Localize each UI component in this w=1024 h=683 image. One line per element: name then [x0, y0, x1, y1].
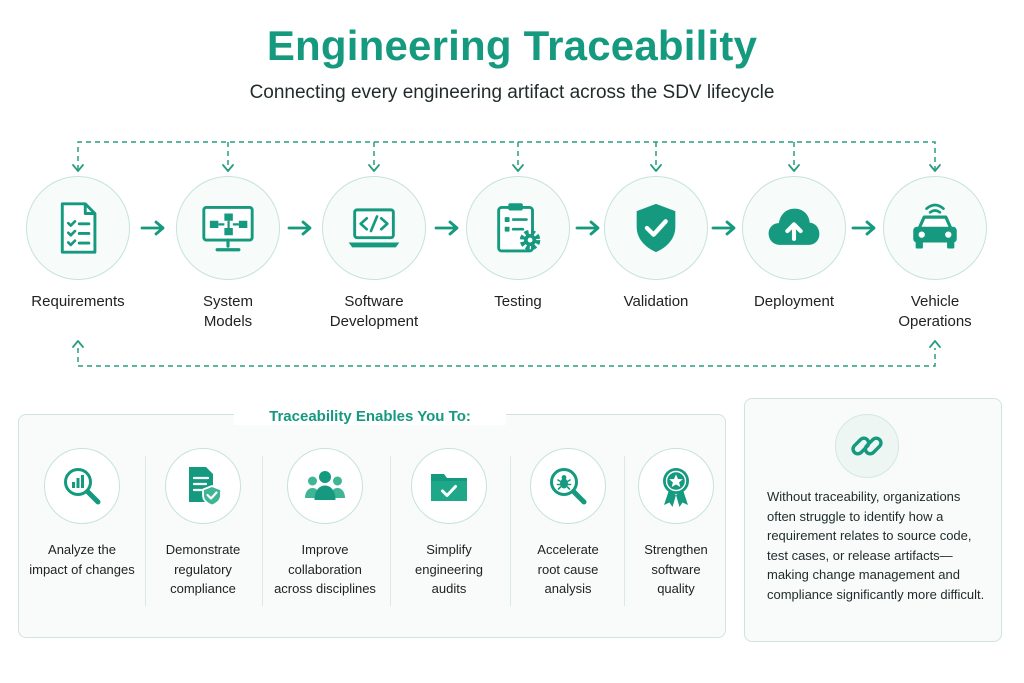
folder-check-icon — [431, 474, 467, 501]
stage-validation — [604, 176, 708, 280]
divider — [145, 456, 146, 606]
arrow-right-icon — [575, 220, 600, 236]
benefit-icon-circle — [638, 448, 714, 524]
divider — [390, 456, 391, 606]
arrow-right-icon — [711, 220, 736, 236]
stage-label-testing: Testing — [494, 293, 542, 310]
note-text: Without traceability, organizations ofte… — [767, 489, 985, 602]
stage-requirements — [26, 176, 130, 280]
divider — [510, 456, 511, 606]
stage-label-system-models: System Models — [202, 293, 253, 330]
stage-software-development — [322, 176, 426, 280]
benefit-label: Improve collaboration across disciplines — [274, 542, 376, 596]
document-shield-icon — [189, 467, 222, 507]
benefit-icon-circle — [287, 448, 363, 524]
benefit-icon-circle — [530, 448, 606, 524]
connected-car-icon — [913, 203, 957, 249]
bug-magnifier-icon — [550, 468, 587, 505]
benefit-icon-circle — [411, 448, 487, 524]
benefit-analyze-impact: Analyze the impact of changes — [23, 448, 141, 579]
arrow-right-icon — [851, 220, 876, 236]
stage-label-requirements: Requirements — [31, 293, 125, 310]
arrow-right-icon — [287, 220, 312, 236]
stage-deployment — [742, 176, 846, 280]
benefit-label: Demonstrate regulatory compliance — [165, 542, 241, 596]
arrow-right-icon — [140, 220, 165, 236]
team-icon — [305, 471, 345, 500]
benefit-simplify-audits: Simplify engineering audits — [390, 448, 508, 599]
stage-label-vehicle-operations: Vehicle Operations — [898, 293, 972, 330]
clipboard-gear-icon — [497, 203, 541, 253]
shield-check-icon — [636, 203, 676, 253]
cloud-upload-icon — [768, 208, 820, 245]
arrow-right-icon — [434, 220, 459, 236]
stage-testing — [466, 176, 570, 280]
award-ribbon-icon — [663, 468, 689, 507]
page-subtitle: Connecting every engineering artifact ac… — [249, 82, 775, 103]
benefit-icon-circle — [165, 448, 241, 524]
magnifier-chart-icon — [64, 468, 101, 505]
stage-label-validation: Validation — [623, 293, 689, 310]
stage-label-deployment: Deployment — [753, 293, 835, 310]
code-laptop-icon — [348, 208, 400, 248]
stage-label-software-development: Software Development — [329, 293, 419, 330]
benefit-regulatory-compliance: Demonstrate regulatory compliance — [144, 448, 262, 599]
note-icon-circle — [835, 414, 899, 478]
stage-vehicle-operations — [883, 176, 987, 280]
system-diagram-monitor-icon — [202, 206, 254, 252]
benefit-software-quality: Strengthen software quality — [617, 448, 735, 599]
document-checklist-icon — [60, 202, 97, 254]
benefit-improve-collaboration: Improve collaboration across disciplines — [266, 448, 384, 599]
benefits-panel — [18, 414, 726, 638]
benefit-label: Strengthen software quality — [644, 542, 708, 596]
benefit-icon-circle — [44, 448, 120, 524]
stage-system-models — [176, 176, 280, 280]
benefit-label: Analyze the impact of changes — [29, 542, 135, 577]
benefit-label: Accelerate root cause analysis — [537, 542, 599, 596]
divider — [624, 456, 625, 606]
benefits-title: Traceability Enables You To: — [234, 408, 506, 425]
benefit-label: Simplify engineering audits — [415, 542, 483, 596]
chain-link-icon — [851, 436, 883, 456]
divider — [262, 456, 263, 606]
benefit-root-cause-analysis: Accelerate root cause analysis — [509, 448, 627, 599]
page-title: Engineering Traceability — [266, 22, 758, 69]
